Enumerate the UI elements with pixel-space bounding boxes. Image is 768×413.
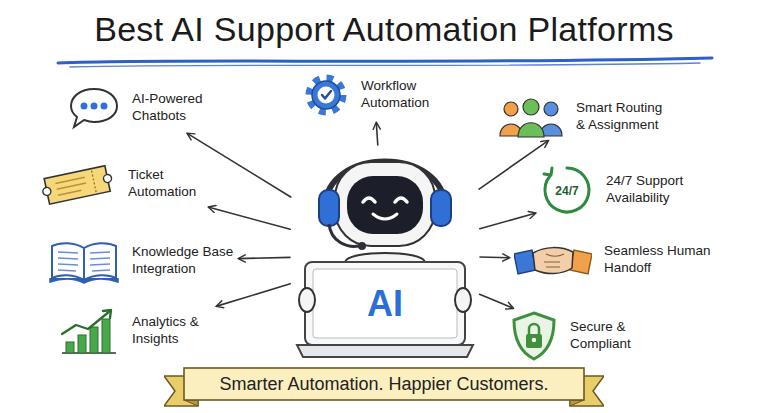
text-holder: 24/7 Support Availability	[606, 173, 698, 207]
feature-arrow	[217, 284, 290, 306]
node-text: Knowledge Base Integration	[132, 244, 234, 278]
node-text: AI-Powered Chatbots	[132, 91, 224, 125]
node-text: Smart Routing & Assignment	[576, 100, 666, 134]
feature-arrow	[188, 134, 291, 197]
ticket-feature: Ticket Automation	[38, 162, 208, 206]
routing-feature: Smart Routing & Assignment	[498, 96, 666, 138]
slogan-banner: Smarter Automation. Happier Customers.	[164, 364, 604, 408]
text-holder: Seamless Human Handoff	[604, 243, 716, 277]
title-box: Best AI Support Automation Platforms	[0, 10, 768, 49]
shield-icon	[510, 310, 558, 362]
feature-arrow	[376, 123, 377, 145]
knowledge-feature: Knowledge Base Integration	[48, 238, 234, 284]
analytics-feature: Analytics & Insights	[58, 306, 212, 356]
people-icon	[498, 96, 564, 138]
node-text: Smarter Automation. Happier Customers.	[219, 373, 548, 396]
banner-text-holder: Smarter Automation. Happier Customers.	[204, 368, 564, 400]
text-holder: Smart Routing & Assignment	[576, 100, 666, 134]
ticket-icon	[38, 162, 116, 206]
ribbon-fold	[184, 400, 584, 406]
robot-laptop: AI	[295, 150, 475, 360]
text-holder: Analytics & Insights	[132, 314, 212, 348]
gear-icon	[303, 72, 349, 118]
book-icon	[48, 238, 120, 284]
ribbon-band	[184, 368, 584, 400]
feature-arrow	[239, 257, 290, 258]
chatbot-feature: AI-Powered Chatbots	[68, 85, 224, 131]
security-feature: Secure & Compliant	[510, 310, 650, 362]
title-underline	[58, 58, 712, 63]
node-text: 24/7 Support Availability	[606, 173, 698, 207]
icon-label: 24/7	[555, 184, 578, 198]
text-holder: Secure & Compliant	[570, 319, 650, 353]
node-text: Seamless Human Handoff	[604, 243, 716, 277]
node-text: Analytics & Insights	[132, 314, 212, 348]
feature-arrow	[480, 294, 513, 308]
feature-arrow	[480, 213, 535, 228]
node-text: Secure & Compliant	[570, 319, 650, 353]
laptop-screen: AI	[313, 269, 457, 338]
feature-arrow	[480, 256, 509, 258]
node-text: Ticket Automation	[128, 167, 208, 201]
title: Best AI Support Automation Platforms	[94, 10, 674, 48]
workflow-feature: Workflow Automation	[303, 72, 446, 118]
feature-arrow	[479, 141, 548, 189]
hands-icon	[514, 240, 592, 280]
chart-icon	[58, 306, 120, 356]
text-holder: Workflow Automation	[361, 78, 446, 112]
node-text: Workflow Automation	[361, 78, 446, 112]
feature-arrow	[209, 207, 290, 229]
text-holder: AI-Powered Chatbots	[132, 91, 224, 125]
text-holder: Knowledge Base Integration	[132, 244, 234, 278]
title-underline-stroke	[70, 63, 700, 67]
node-text: AI	[367, 286, 403, 322]
chat-icon	[68, 85, 120, 131]
handoff-feature: Seamless Human Handoff	[514, 240, 716, 280]
text-holder: Ticket Automation	[128, 167, 208, 201]
robot-illustration	[295, 150, 475, 360]
